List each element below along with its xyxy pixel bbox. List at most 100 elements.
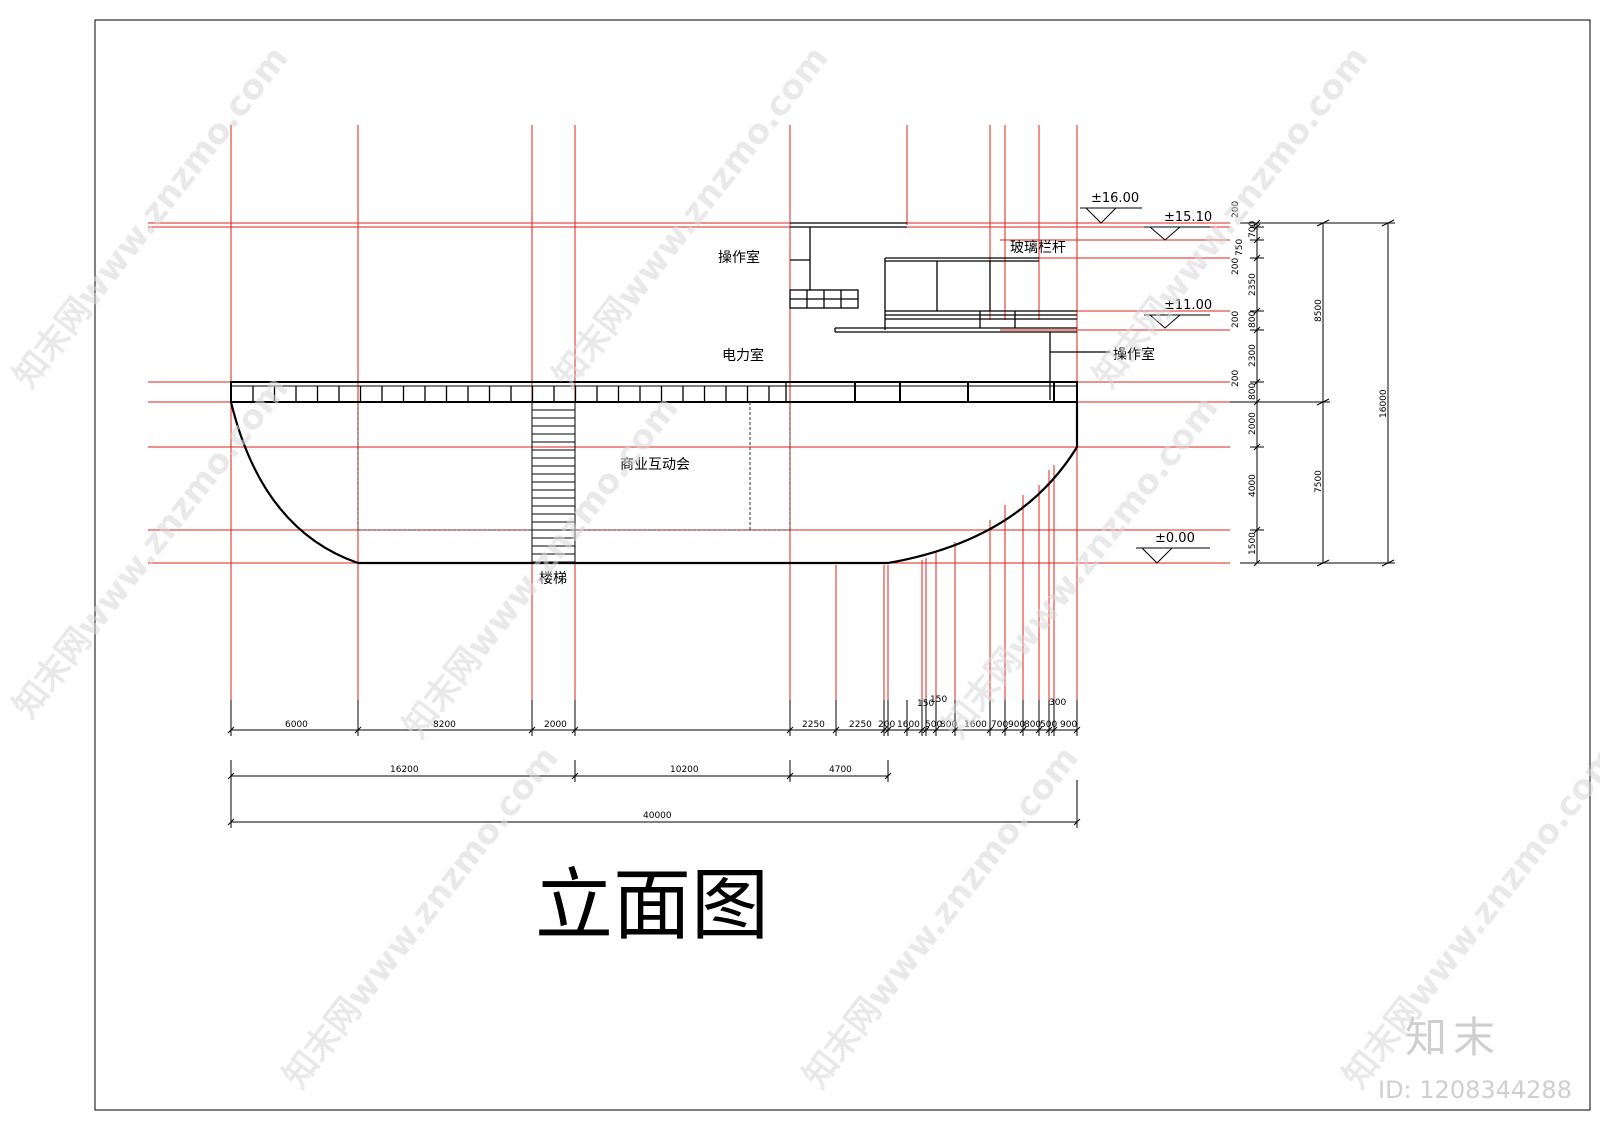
dim-total-label: 40000	[643, 811, 672, 821]
dim-label: 200	[1231, 258, 1241, 275]
dim-slash	[1381, 219, 1395, 227]
watermark-text: 知末网www.znzmo.com	[6, 369, 297, 726]
watermark-text: 知末网www.znzmo.com	[546, 39, 837, 396]
dim-slash	[786, 772, 794, 780]
dim-slash	[1073, 818, 1081, 826]
dim-slash	[571, 772, 579, 780]
watermark-text: 知末网www.znzmo.com	[276, 739, 567, 1096]
dim-slash	[1316, 559, 1330, 567]
dim-label: 1500	[1248, 532, 1258, 555]
dim-slash	[903, 726, 911, 734]
label-operation-room-top: 操作室	[718, 249, 760, 266]
elevation-label: ±0.00	[1155, 531, 1195, 546]
dim-slash	[227, 772, 235, 780]
elevation-label: ±11.00	[1164, 298, 1212, 313]
dim-label: 6000	[285, 720, 308, 730]
dim-slash	[932, 726, 940, 734]
watermark-text: 知末网www.znzmo.com	[1086, 39, 1377, 396]
dim-slash	[832, 726, 840, 734]
dim-slash	[354, 726, 362, 734]
dim-label: 2000	[1248, 412, 1258, 435]
dim-label: 8500	[1314, 299, 1324, 322]
elevation-marker: ±15.10	[1144, 210, 1212, 241]
bottom-dimension-labels-row1: 6000 8200 2000 2250 2250 200 1600 150 15…	[285, 695, 1077, 730]
dim-label: 900	[1008, 720, 1025, 730]
watermark-id: ID: 1208344288	[1378, 1076, 1572, 1104]
dim-label: 2250	[849, 720, 872, 730]
dim-label: 10200	[670, 765, 699, 775]
dim-slash	[1045, 726, 1053, 734]
dim-slash	[922, 726, 930, 734]
dim-label: 2000	[544, 720, 567, 730]
dim-slash	[1253, 326, 1261, 334]
label-operation-room-right: 操作室	[1113, 346, 1155, 363]
dim-slash	[1253, 398, 1261, 406]
dim-slash	[1050, 726, 1058, 734]
bottom-dimensions	[227, 700, 1081, 828]
elevation-marker: ±0.00	[1136, 531, 1210, 564]
watermark-text: 知末网www.znzmo.com	[796, 739, 1087, 1096]
dim-label: 800	[1248, 311, 1258, 328]
elevation-marker: ±11.00	[1144, 298, 1212, 329]
dim-slash	[1253, 236, 1261, 244]
dim-slash	[1253, 378, 1261, 386]
drawing-title: 立面图	[535, 861, 769, 951]
dim-label: 800	[1248, 383, 1258, 400]
dim-slash	[1253, 307, 1261, 315]
dim-slash	[227, 726, 235, 734]
dim-label: 2250	[802, 720, 825, 730]
dim-label: 16000	[1379, 389, 1389, 418]
deck	[230, 381, 1078, 403]
dim-label: 2350	[1248, 273, 1258, 296]
dim-label: 4000	[1248, 474, 1258, 497]
watermark-brand: 知末	[1405, 1013, 1501, 1062]
elevation-markers: ±16.00 ±15.10 ±11.00 ±0.00	[1080, 191, 1212, 564]
dim-label: 900	[1060, 720, 1077, 730]
dim-slash	[1001, 726, 1009, 734]
label-power-room: 电力室	[722, 347, 764, 364]
dim-slash	[1253, 443, 1261, 451]
dim-slash	[1316, 219, 1330, 227]
dim-label: 200	[1231, 370, 1241, 387]
elevation-label: ±16.00	[1091, 191, 1139, 206]
dim-slash	[1381, 559, 1395, 567]
dim-slash	[884, 772, 892, 780]
dim-label: 700	[1248, 221, 1258, 238]
dim-label: 500	[925, 720, 942, 730]
dim-slash	[1035, 726, 1043, 734]
red-horizontal-grid	[148, 222, 1230, 564]
label-stairs: 楼梯	[539, 571, 567, 587]
dim-slash	[1253, 559, 1261, 567]
watermark-text: 知末网www.znzmo.com	[936, 389, 1227, 746]
stairs	[531, 401, 576, 564]
dim-label: 7500	[1314, 470, 1324, 493]
dim-slash	[1253, 223, 1261, 231]
dim-slash	[986, 726, 994, 734]
dim-label: 8200	[433, 720, 456, 730]
dim-slash	[1253, 219, 1261, 227]
sheet-frame	[94, 19, 1591, 1111]
hull-outline	[229, 401, 1079, 565]
dim-label: 200	[1231, 201, 1241, 218]
dim-label: 200	[878, 720, 895, 730]
dim-label: 1600	[964, 720, 987, 730]
dim-slash	[227, 818, 235, 826]
upper-structure	[789, 222, 1110, 400]
dim-label: 800	[1024, 720, 1041, 730]
dim-label: 150	[930, 695, 947, 705]
dim-slash	[571, 726, 579, 734]
dim-label: 300	[1049, 698, 1066, 708]
label-commerce-hall: 商业互动会	[620, 457, 690, 473]
dim-slash	[918, 726, 926, 734]
dim-label: 700	[991, 720, 1008, 730]
dim-slash	[1019, 726, 1027, 734]
watermarks: 知末网www.znzmo.com 知末网www.znzmo.com 知末网www…	[6, 39, 1600, 1096]
dim-slash	[1253, 254, 1261, 262]
dim-label: 150	[917, 699, 934, 709]
dim-label: 16200	[390, 765, 419, 775]
right-dimension-labels: 200 700 750 200 2350 200 800 2300 200 80…	[1231, 201, 1389, 555]
dim-slash	[1316, 398, 1330, 406]
dim-slash	[884, 726, 892, 734]
dim-slash	[951, 726, 959, 734]
